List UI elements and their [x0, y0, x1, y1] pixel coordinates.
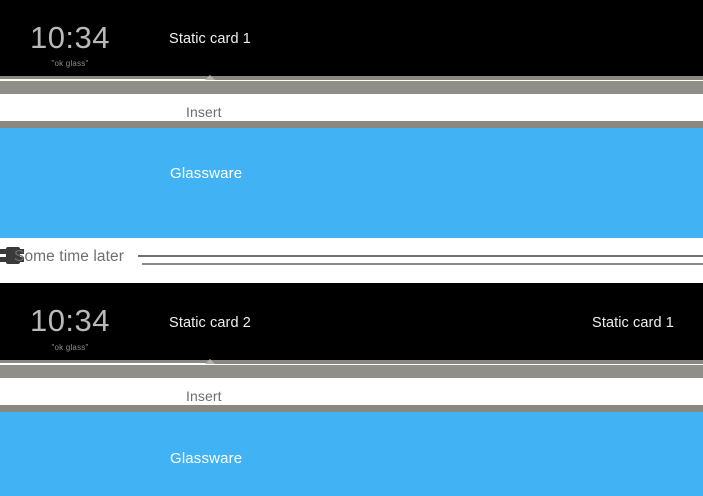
divider-arrow-head-icon [6, 247, 20, 264]
timeline-rule-thick-2 [0, 365, 703, 378]
operation-gap-2: Insert [0, 378, 703, 405]
timeline-rule-top-1 [0, 76, 703, 80]
clock-time: 10:34 [29, 303, 111, 338]
timeline-row-2: 10:34 "ok glass" Static card 2 Static ca… [0, 283, 703, 360]
clock-card-2[interactable]: 10:34 "ok glass" [0, 283, 140, 360]
glassware-band-2[interactable]: Glassware [0, 412, 703, 496]
timeline-row-1: 10:34 "ok glass" Static card 1 [0, 0, 703, 76]
divider-rule-upper [138, 255, 703, 257]
divider-rule-lower [142, 263, 703, 265]
divider-label: Some time later [14, 248, 125, 265]
operation-seam-1 [167, 94, 168, 121]
glassware-label: Glassware [170, 450, 243, 467]
timeline-rule-thick-1 [0, 81, 703, 94]
timeline-rule-top-2 [0, 360, 703, 364]
clock-voice-hint: "ok glass" [51, 343, 89, 352]
rule-gap-2 [0, 363, 210, 365]
operation-gap-1: Insert [0, 94, 703, 121]
timeline-card-static-1[interactable]: Static card 1 [140, 0, 280, 76]
operation-label-insert-1: Insert [186, 104, 222, 120]
glassware-label: Glassware [170, 165, 243, 182]
timeline-card-label: Static card 1 [169, 31, 251, 47]
clock-card-1[interactable]: 10:34 "ok glass" [0, 0, 140, 76]
glassware-rule-1 [0, 121, 703, 128]
rule-gap-1 [0, 79, 210, 81]
clock-voice-hint: "ok glass" [51, 59, 89, 68]
operation-seam-2 [167, 378, 168, 405]
glassware-rule-2 [0, 405, 703, 412]
insert-arrow-head-2 [205, 359, 215, 364]
timeline-card-label: Static card 2 [169, 315, 251, 331]
divider-some-time-later: Some time later [0, 238, 703, 283]
glassware-band-1[interactable]: Glassware [0, 128, 703, 238]
timeline-card-label: Static card 1 [592, 315, 674, 331]
timeline-card-static-1[interactable]: Static card 1 [563, 283, 703, 360]
timeline-card-static-2[interactable]: Static card 2 [140, 283, 280, 360]
insert-arrow-head-1 [205, 75, 215, 80]
operation-label-insert-2: Insert [186, 388, 222, 404]
clock-time: 10:34 [29, 20, 111, 55]
